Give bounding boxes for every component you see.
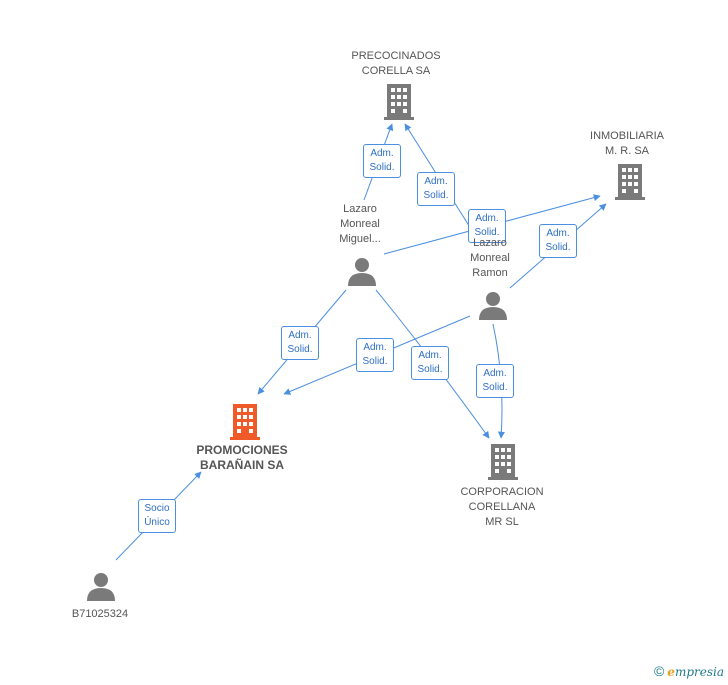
edge-label-ramon-corporacion[interactable]: Adm.Solid. [476, 364, 514, 398]
person-icon[interactable] [347, 256, 377, 286]
edge-label-miguel-corporacion[interactable]: Adm.Solid. [411, 346, 449, 380]
building-icon[interactable] [488, 444, 518, 480]
brand-name: mpresia [674, 665, 724, 679]
building-icon-focus[interactable] [230, 404, 260, 440]
edge-label-ramon-precocinados[interactable]: Adm.Solid. [417, 172, 455, 206]
edge-label-miguel-inmobiliaria[interactable]: Adm.Solid. [468, 209, 506, 243]
person-icon[interactable] [86, 571, 116, 601]
edge-label-ramon-promociones[interactable]: Adm.Solid. [356, 338, 394, 372]
node-label-b71025324: B71025324 [71, 608, 129, 620]
edge-label-miguel-precocinados[interactable]: Adm.Solid. [363, 144, 401, 178]
person-icon[interactable] [478, 290, 508, 320]
edge-label-miguel-promociones[interactable]: Adm.Solid. [281, 326, 319, 360]
brand-initial: e [667, 665, 675, 679]
building-icon[interactable] [615, 164, 645, 200]
edge-label-ramon-inmobiliaria[interactable]: Adm.Solid. [539, 224, 577, 258]
building-icon[interactable] [384, 84, 414, 120]
footer-brand: ©empresia [654, 663, 724, 679]
copyright-icon: © [653, 663, 665, 679]
